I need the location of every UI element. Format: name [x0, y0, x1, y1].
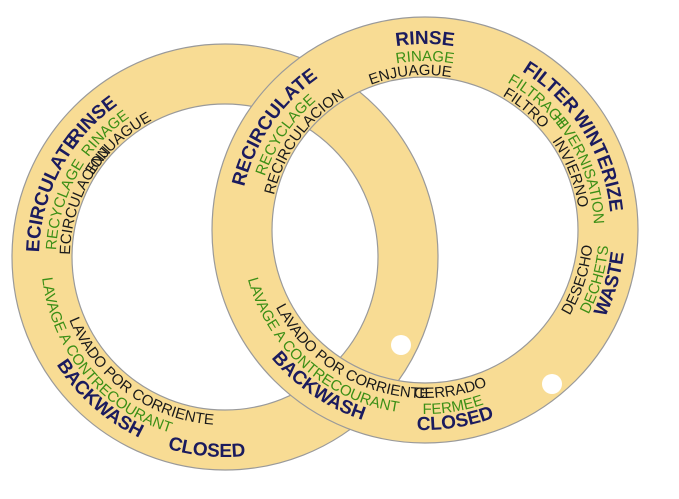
left-ring-shape [11, 43, 439, 471]
right-ring-shape [211, 16, 639, 444]
right-rinse-fr: RINAGE [395, 48, 456, 67]
right-ring-notch-inner [391, 335, 411, 355]
right-ring-notch-outer [542, 374, 562, 394]
right-rinse-label: RINSE [394, 28, 456, 51]
